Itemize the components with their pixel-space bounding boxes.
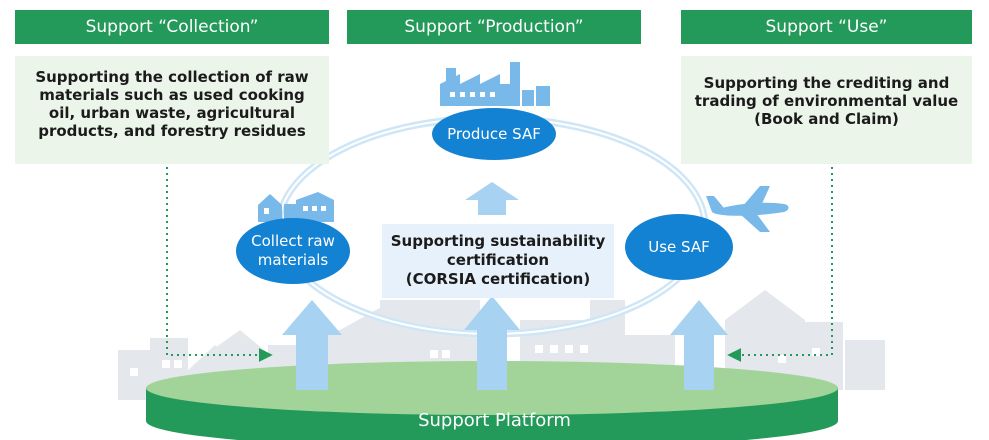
arrow-collect (282, 300, 342, 390)
description-collection-line: Supporting the collection of raw (35, 68, 309, 86)
description-use-line: (Book and Claim) (754, 110, 899, 128)
node-collect-raw-materials: Collect raw materials (236, 218, 350, 284)
header-collection: Support “Collection” (15, 10, 329, 44)
factory-icon (440, 62, 550, 106)
description-use-line: Supporting the crediting and (703, 74, 950, 92)
description-collection-line: oil, urban waste, agricultural (48, 104, 296, 122)
description-collection-line: products, and forestry residues (38, 122, 306, 140)
certification-box: Supporting sustainability certification … (382, 224, 614, 298)
certification-line: Supporting sustainability (390, 232, 606, 250)
header-use: Support “Use” (681, 10, 972, 44)
background-windows (130, 345, 820, 376)
arrow-center-top (465, 182, 519, 215)
certification-line: (CORSIA certification) (405, 270, 591, 288)
node-collect-line: materials (257, 251, 329, 269)
description-collection-line: materials such as used cooking (39, 86, 305, 104)
certification-line: certification (446, 251, 550, 269)
node-produce-saf: Produce SAF (432, 108, 556, 160)
description-use: Supporting the crediting and trading of … (681, 56, 972, 164)
node-collect-line: Collect raw (251, 232, 335, 250)
header-production: Support “Production” (347, 10, 641, 44)
use-connector (727, 167, 833, 362)
arrow-use (670, 300, 728, 390)
arrow-center (464, 296, 520, 390)
houses-icon (258, 192, 334, 222)
collection-connector (166, 167, 273, 362)
description-collection: Supporting the collection of raw materia… (15, 56, 329, 164)
support-platform-label: Support Platform (418, 410, 571, 431)
description-use-line: trading of environmental value (694, 92, 959, 110)
node-use-saf: Use SAF (625, 214, 733, 280)
airplane-icon (706, 186, 789, 232)
up-arrows (282, 182, 728, 390)
